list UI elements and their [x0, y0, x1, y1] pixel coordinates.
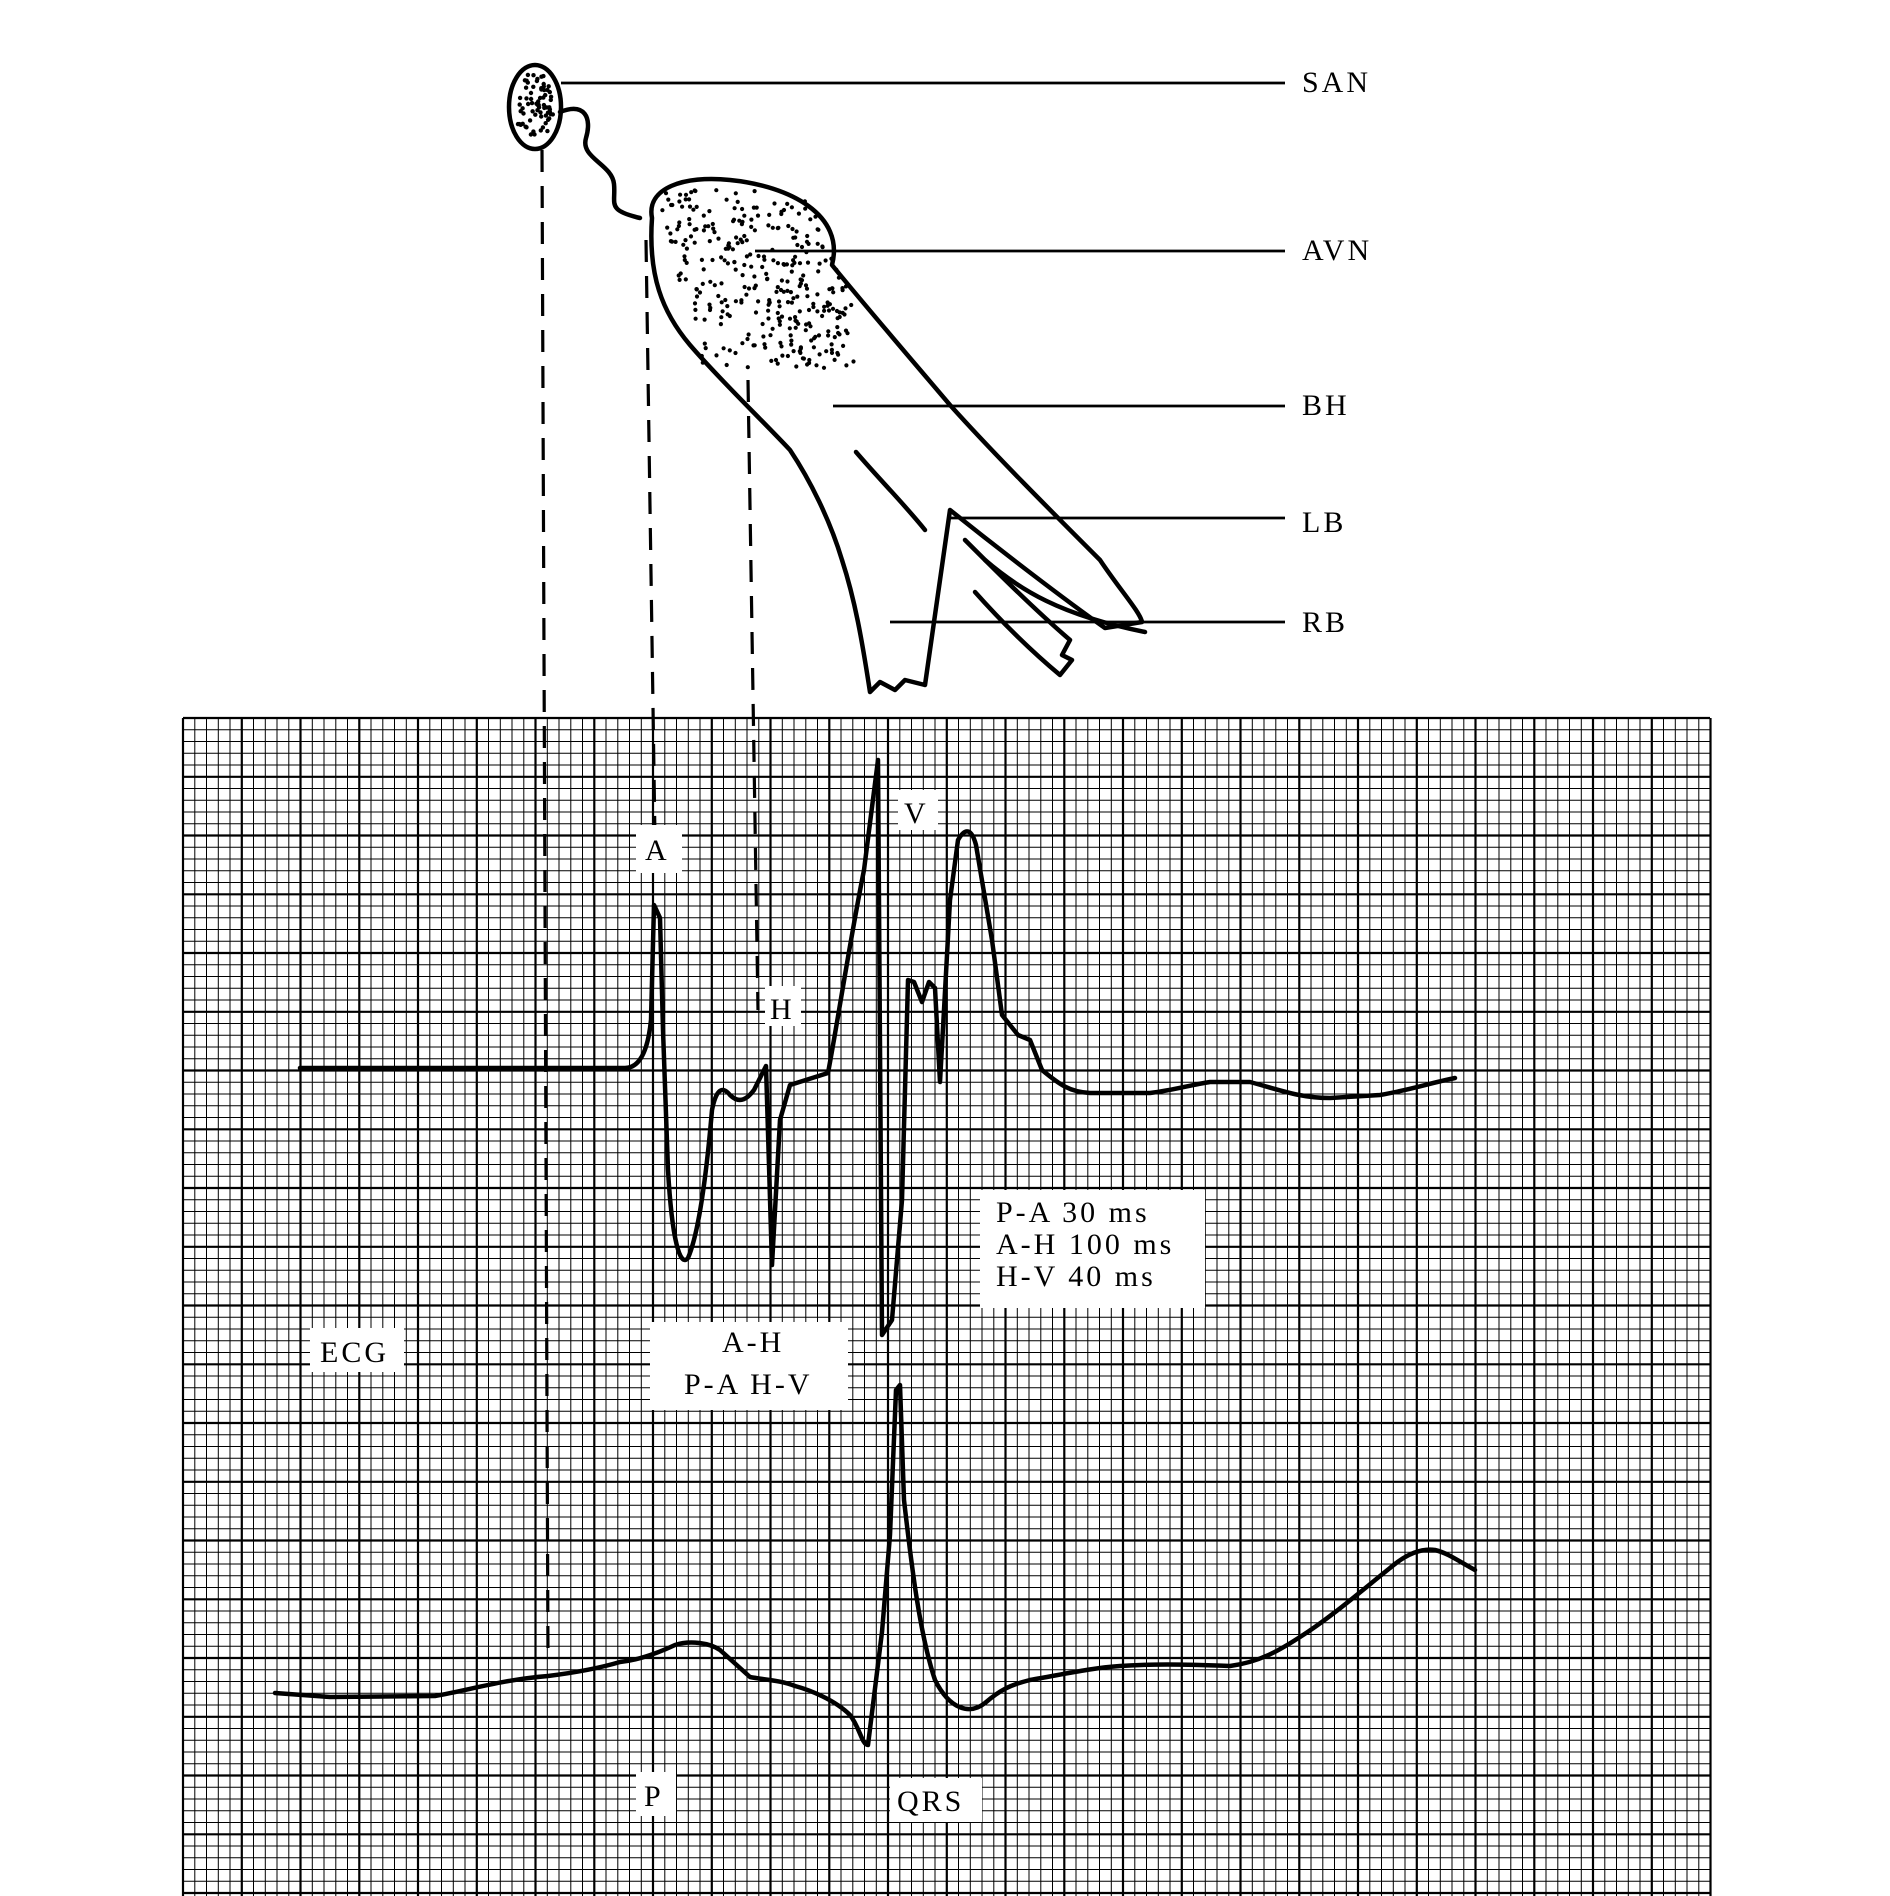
- label-bh: BH: [1302, 389, 1350, 422]
- label-lb: LB: [1302, 506, 1346, 539]
- interval-pa: P-A 30 ms: [996, 1196, 1150, 1229]
- his-label-v: V: [898, 790, 938, 830]
- his-label-a: A: [636, 825, 682, 873]
- interval-hv: H-V 40 ms: [996, 1260, 1156, 1293]
- his-bundle-electrogram-trace: [297, 757, 1458, 1338]
- his-label-h: H: [765, 986, 801, 1026]
- interval-markers-box: A-H P-A H-V: [650, 1322, 848, 1410]
- interval-ah: A-H 100 ms: [996, 1228, 1174, 1261]
- ecg-label-p: P: [636, 1772, 676, 1816]
- ecg-label: ECG: [310, 1328, 404, 1372]
- svg-text:P: P: [644, 1780, 664, 1813]
- av-node-bundle-shape: [649, 176, 1145, 695]
- label-rb: RB: [1302, 606, 1348, 639]
- svg-text:QRS: QRS: [897, 1785, 964, 1818]
- svg-text:ECG: ECG: [320, 1336, 389, 1369]
- surface-ecg-trace: [272, 1382, 1478, 1748]
- left-bundle-inner-line: [853, 449, 928, 533]
- marker-ah: A-H: [722, 1326, 784, 1359]
- anatomy-leader-lines: [561, 81, 1285, 624]
- interval-values-box: P-A 30 ms A-H 100 ms H-V 40 ms: [980, 1190, 1205, 1308]
- projection-avn-to-a: [644, 239, 657, 841]
- internodal-pathway: [557, 106, 643, 221]
- conduction-system-drawing: [506, 62, 1148, 695]
- svg-text:H: H: [770, 993, 795, 1026]
- projection-lines: [540, 149, 760, 1661]
- svg-text:V: V: [904, 797, 929, 830]
- fascicle-line: [982, 557, 1148, 635]
- ecg-grid-paper: [181, 716, 1712, 1896]
- label-san: SAN: [1302, 66, 1371, 99]
- projection-bh-to-h: [746, 379, 760, 1011]
- label-avn: AVN: [1302, 234, 1372, 267]
- svg-text:A: A: [645, 834, 670, 867]
- marker-pa-hv: P-A H-V: [684, 1368, 813, 1401]
- av-node-stipple: [515, 72, 856, 370]
- ecg-label-qrs: QRS: [890, 1778, 982, 1822]
